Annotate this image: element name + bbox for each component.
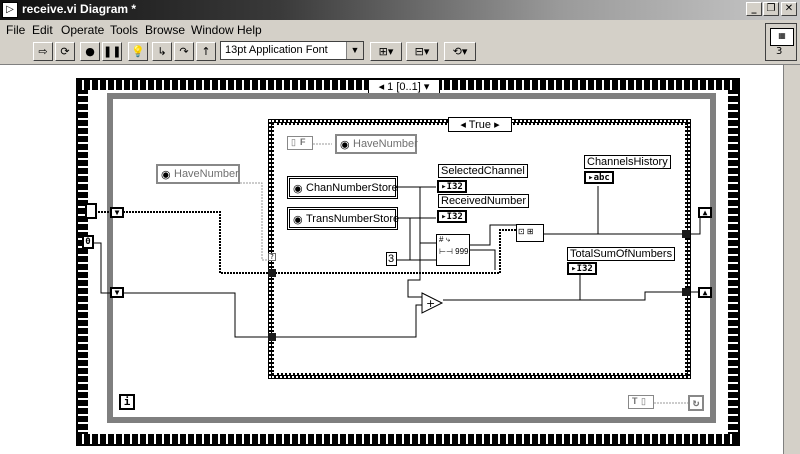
boolean-true-constant[interactable]: T ▯	[628, 395, 654, 409]
font-dropdown[interactable]: 13pt Application Font ▼	[220, 41, 364, 60]
step-out-icon[interactable]: ↑	[196, 42, 216, 61]
minimize-button[interactable]: _	[746, 2, 762, 16]
selected-channel-label: SelectedChannel	[438, 164, 528, 178]
menu-file[interactable]: File	[6, 23, 26, 37]
stop-wire	[654, 402, 688, 404]
case-left-arrow-icon[interactable]: ◂	[460, 119, 466, 131]
tunnel-right-top[interactable]	[682, 230, 690, 238]
align-objects-icon[interactable]: ⊞▾	[370, 42, 402, 61]
abort-icon[interactable]: ●	[80, 42, 100, 61]
have-number-outer-label: HaveNumber	[174, 168, 239, 180]
selected-channel-indicator[interactable]: ▸I32	[437, 180, 467, 193]
step-over-icon[interactable]: ↷	[174, 42, 194, 61]
restore-button[interactable]: ❐	[763, 2, 779, 16]
constant-three-label: 3	[388, 253, 395, 265]
sequence-dropdown-icon[interactable]: ▾	[423, 81, 430, 93]
window-title: receive.vi Diagram *	[22, 2, 137, 16]
sequence-film-bottom	[78, 434, 738, 444]
menu-bar: File Edit Operate Tools Browse Window He…	[0, 20, 800, 40]
close-button[interactable]: ✕	[781, 2, 797, 16]
globe-icon: ◉	[293, 214, 303, 226]
received-number-label: ReceivedNumber	[438, 194, 529, 208]
vi-app-icon[interactable]: ▷	[2, 2, 18, 18]
channels-history-label: ChannelsHistory	[584, 155, 671, 169]
case-selector[interactable]: ◂ True ▸	[448, 117, 512, 132]
sequence-film-left	[78, 90, 88, 434]
i32-label: I32	[446, 182, 463, 192]
shift-register-left-top[interactable]: ▼	[110, 207, 124, 218]
globe-icon: ◉	[293, 183, 303, 195]
toolbar: ⇨ ⟳ ● ❚❚ 💡 ↳ ↷ ↑ ⊞▾ ⊟▾ ⟲▾	[0, 40, 800, 65]
vertical-scrollbar[interactable]	[783, 65, 800, 454]
chan-number-store-label: ChanNumberStore	[306, 182, 398, 194]
format-into-string-function[interactable]: # ⤷ ⊢⊣ 999	[436, 234, 470, 266]
tunnel-right-bottom[interactable]	[682, 288, 690, 296]
tunnel-left-top[interactable]	[268, 269, 276, 277]
boolean-false-constant[interactable]: ▯ F	[287, 136, 313, 150]
constant-zero[interactable]: 0	[82, 235, 94, 249]
total-sum-label: TotalSumOfNumbers	[567, 247, 676, 261]
connector-pane-number: 3	[776, 46, 783, 57]
boolean-false-label: F	[300, 137, 306, 147]
i32-label: I32	[446, 212, 463, 222]
globe-icon: ◉	[340, 139, 350, 151]
i32-label: I32	[576, 264, 593, 274]
menu-tools[interactable]: Tools	[110, 23, 139, 37]
have-number-inner-local-variable[interactable]: ◉ HaveNumber	[335, 134, 418, 154]
font-dropdown-value: 13pt Application Font	[225, 44, 328, 56]
step-into-icon[interactable]: ↳	[152, 42, 172, 61]
case-selector-label: True	[468, 119, 491, 131]
menu-help[interactable]: Help	[237, 23, 262, 37]
received-number-indicator[interactable]: ▸I32	[437, 210, 467, 223]
menu-browse[interactable]: Browse	[145, 23, 186, 37]
menu-operate[interactable]: Operate	[61, 23, 105, 37]
menu-edit[interactable]: Edit	[32, 23, 53, 37]
vi-icon: ▦	[770, 28, 794, 46]
reorder-objects-icon[interactable]: ⟲▾	[444, 42, 476, 61]
constant-three[interactable]: 3	[386, 252, 397, 266]
selector-terminal[interactable]: ?	[268, 253, 276, 261]
title-bar: ▷ receive.vi Diagram * _ ❐ ✕	[0, 0, 800, 20]
run-arrow-icon[interactable]: ⇨	[33, 42, 53, 61]
shift-register-right-bottom[interactable]: ▲	[698, 287, 712, 298]
lightbulb-icon[interactable]: 💡	[128, 42, 148, 61]
add-operator-label: +	[426, 297, 435, 310]
loop-condition-icon[interactable]: ↻	[688, 395, 704, 411]
chan-number-store-variable[interactable]: ◉ ChanNumberStore	[287, 176, 398, 199]
concatenate-strings-function[interactable]: ⊡ ⊞	[516, 224, 544, 242]
add-function[interactable]: +	[420, 291, 444, 315]
connector-pane[interactable]: ▦ 3	[765, 23, 797, 61]
case-right-arrow-icon[interactable]: ▸	[494, 119, 500, 131]
iteration-terminal[interactable]: i	[119, 394, 135, 410]
menu-window[interactable]: Window	[191, 23, 234, 37]
sequence-frame-label: 1 [0..1]	[387, 81, 421, 93]
have-number-local-variable[interactable]: ◉ HaveNumber	[156, 164, 240, 184]
string-control-terminal[interactable]	[85, 203, 97, 219]
abc-label: abc	[593, 173, 610, 183]
chevron-down-icon[interactable]: ▼	[346, 42, 363, 59]
trans-number-store-variable[interactable]: ◉ TransNumberStore	[287, 207, 400, 230]
sequence-film-right	[728, 90, 738, 434]
iteration-label: i	[123, 395, 131, 408]
shift-register-left-bottom[interactable]: ▼	[110, 287, 124, 298]
tunnel-left-bottom[interactable]	[268, 333, 276, 341]
distribute-objects-icon[interactable]: ⊟▾	[406, 42, 438, 61]
channels-history-indicator[interactable]: ▸abc	[584, 171, 614, 184]
pause-icon[interactable]: ❚❚	[102, 42, 122, 61]
have-number-inner-label: HaveNumber	[353, 138, 418, 150]
run-continuously-icon[interactable]: ⟳	[55, 42, 75, 61]
sequence-left-arrow-icon[interactable]: ◂	[378, 81, 385, 93]
globe-icon: ◉	[161, 169, 171, 181]
boolean-true-label: T	[632, 396, 638, 406]
total-sum-indicator[interactable]: ▸I32	[567, 262, 597, 275]
trans-number-store-label: TransNumberStore	[306, 213, 400, 225]
shift-register-right-top[interactable]: ▲	[698, 207, 712, 218]
wires-layer	[90, 143, 701, 338]
